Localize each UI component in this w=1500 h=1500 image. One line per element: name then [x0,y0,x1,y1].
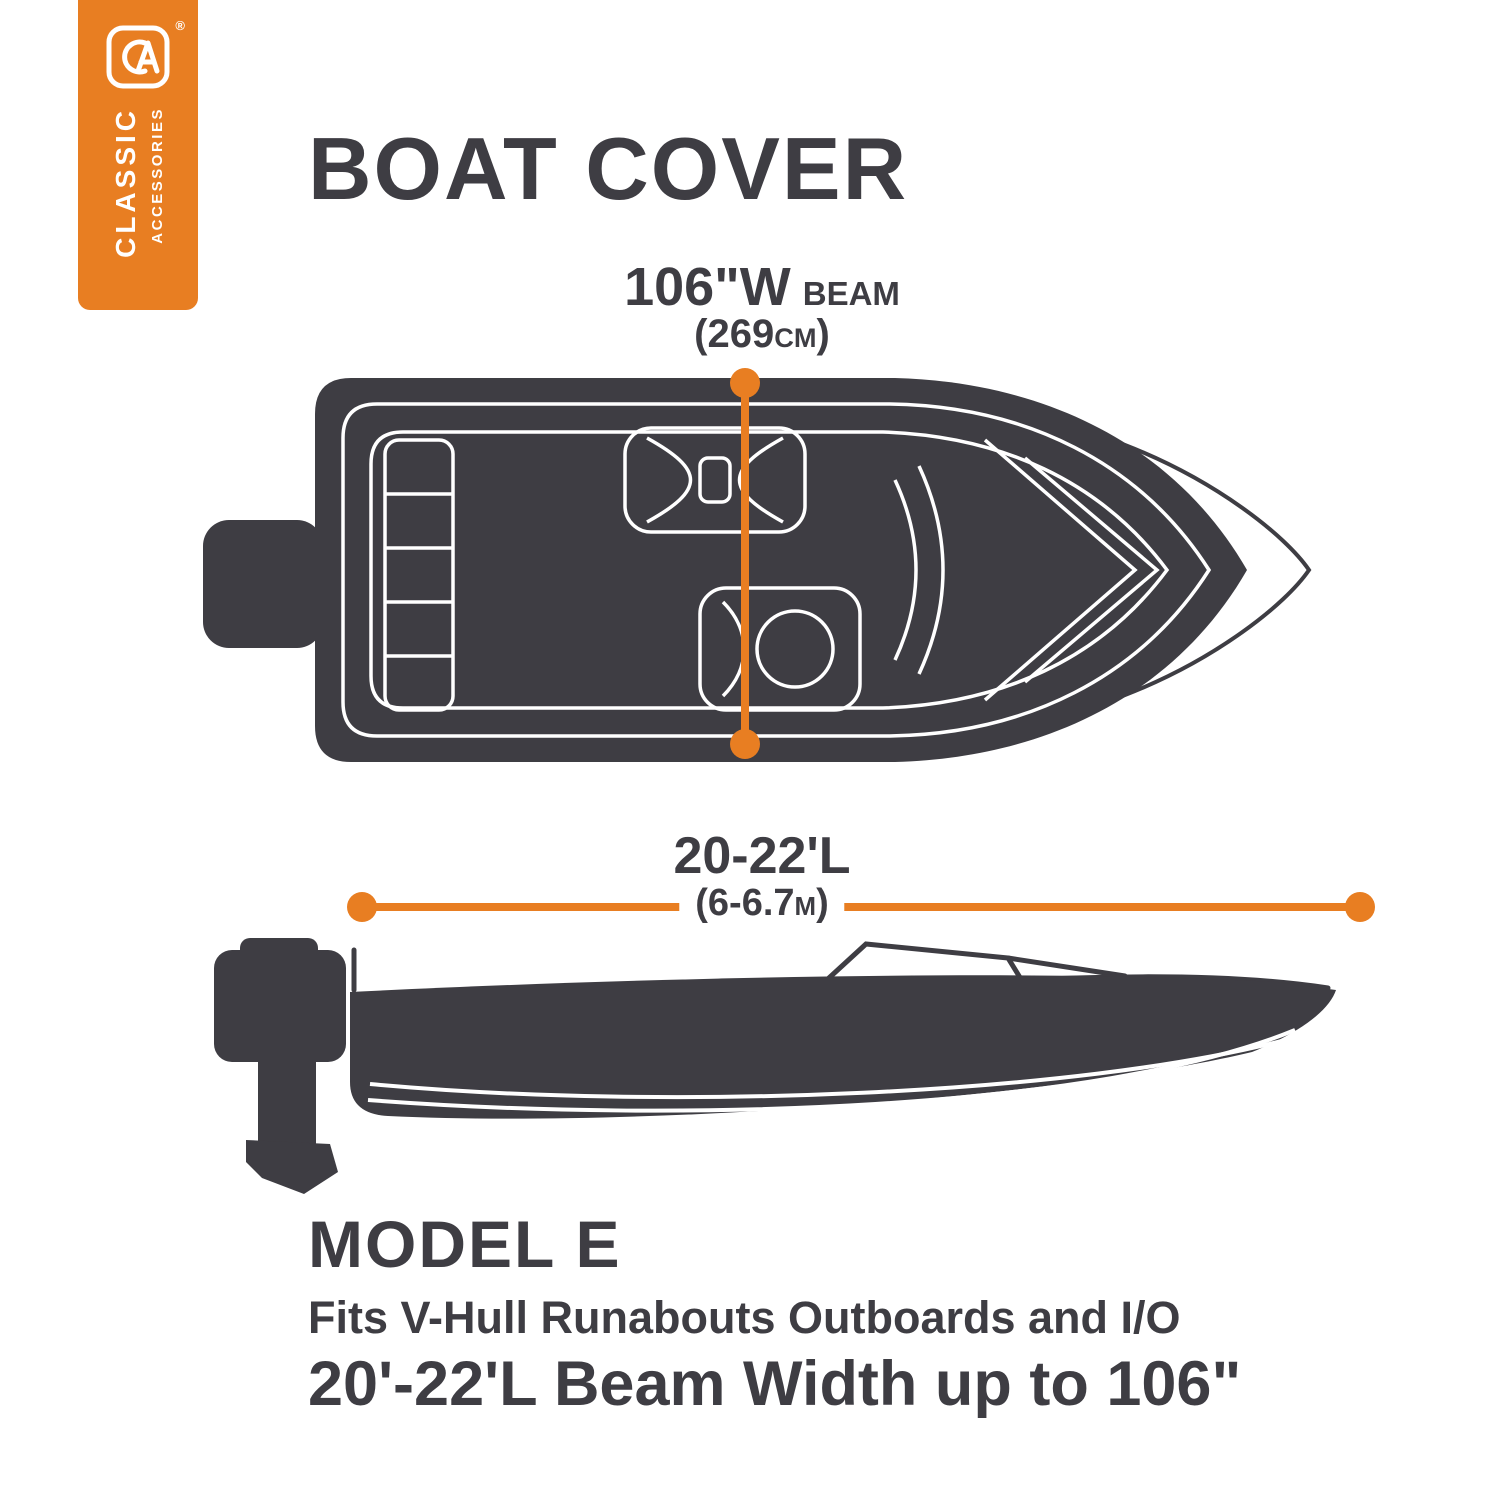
beam-metric-close: ) [816,312,830,356]
beam-imperial-unit: BEAM [802,275,900,312]
length-metric-label: (6-6.7M) [679,882,845,925]
registered-trademark: ® [175,18,185,33]
brand-name-accessories: ACCESSORIES [149,107,166,244]
size-description: 20'-22'L Beam Width up to 106" [308,1349,1242,1419]
beam-imperial-value: 106"W [624,257,791,317]
length-measurement-label: 20-22'L [673,827,851,885]
measurement-dot [730,729,760,759]
deck-outline-details [341,402,1212,738]
stern-motor-bracket [203,520,323,648]
measurement-dot [1345,892,1375,922]
beam-metric-label: (269CM) [694,312,830,357]
brand-logo: ® [105,18,185,95]
model-name: MODEL E [308,1207,622,1281]
beam-metric-unit: CM [774,322,817,353]
brand-name: CLASSIC ACCESSORIES [110,107,166,310]
brand-banner: ® CLASSIC ACCESSORIES [78,0,198,310]
length-metric-value: (6-6.7 [695,882,795,924]
length-metric-unit: M [794,893,817,921]
page-title: BOAT COVER [308,119,909,218]
measurement-dot [347,892,377,922]
hull-stripe-details [367,1028,1296,1113]
classic-accessories-monogram-icon [106,25,170,89]
fits-description: Fits V-Hull Runabouts Outboards and I/O [308,1292,1181,1343]
length-measurement-line [362,903,1360,911]
boat-side-view-illustration [214,938,1336,1194]
measurement-dot [730,368,760,398]
length-metric-close: ) [816,882,829,924]
beam-measurement-label: 106"W BEAM [624,256,900,318]
boat-top-view-illustration [203,378,1312,762]
beam-measurement-line [741,383,749,744]
hull-silhouette [350,975,1336,1119]
brand-name-classic: CLASSIC [110,107,141,258]
beam-metric-value: (269 [694,312,775,356]
boat-cover-hull [315,378,1247,762]
outboard-motor [214,938,346,1194]
